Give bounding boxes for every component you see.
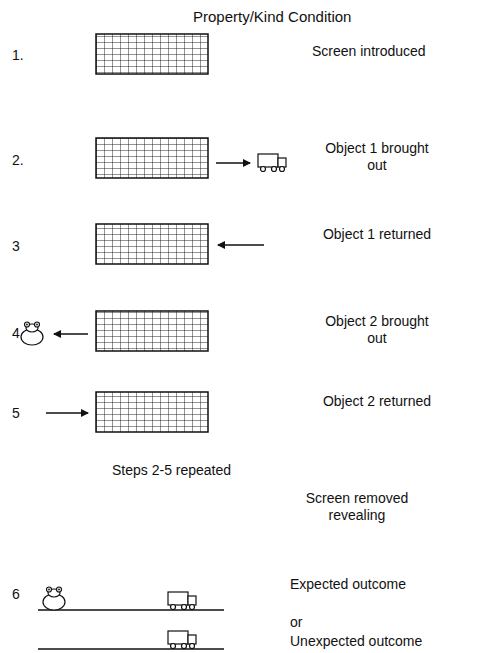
- outcome-label: Expected outcome: [290, 576, 406, 593]
- step-label: Object 1 returned: [322, 226, 432, 243]
- screen: [96, 34, 208, 432]
- outcome-label: Unexpected outcome: [290, 633, 422, 650]
- step-label: Screen introduced: [312, 43, 426, 60]
- truck: [168, 592, 196, 610]
- step-label: Object 2 brought out: [322, 313, 432, 347]
- frog: [43, 587, 65, 610]
- frog: [21, 322, 43, 345]
- step-number: 3: [12, 238, 20, 255]
- ground-line: [38, 610, 224, 649]
- truck: [258, 154, 286, 172]
- step-number: 2.: [12, 152, 24, 169]
- motion-arrow: [46, 163, 264, 413]
- step-label: Object 2 returned: [322, 393, 432, 410]
- step-label: Object 1 brought out: [322, 140, 432, 174]
- title: Property/Kind Condition: [193, 8, 351, 25]
- step-number: 4: [12, 325, 20, 342]
- note: Steps 2-5 repeated: [112, 462, 231, 479]
- note: or: [290, 614, 302, 631]
- step-label: Screen removed revealing: [282, 490, 432, 524]
- step-number: 5: [12, 405, 20, 422]
- step-number: 1.: [12, 47, 24, 64]
- truck: [168, 631, 196, 649]
- step-number: 6: [12, 586, 20, 603]
